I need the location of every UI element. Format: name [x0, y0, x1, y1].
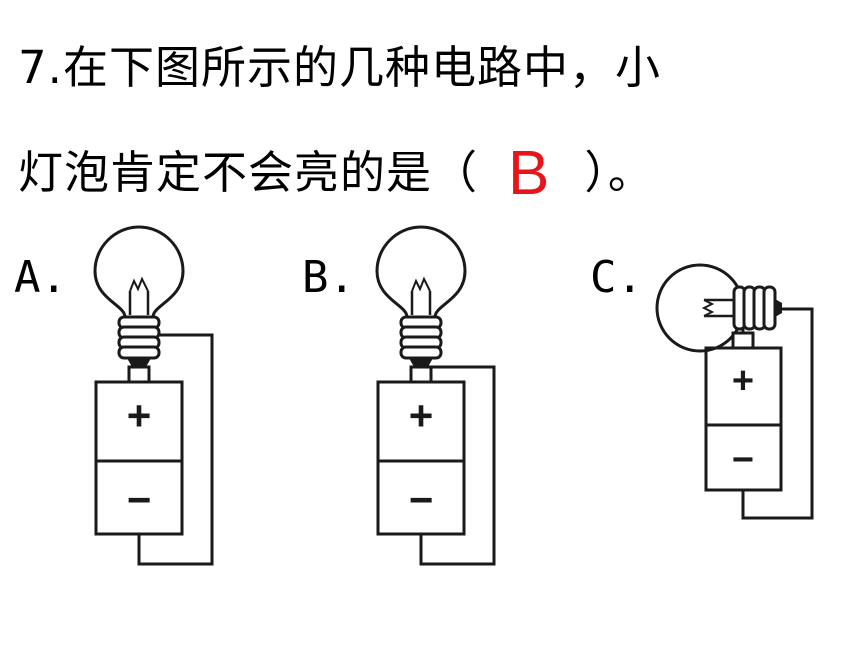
circuit-c: + − [655, 263, 814, 520]
minus-sign: − [127, 476, 152, 523]
circuit-b: + − [375, 225, 496, 566]
light-bulb-icon [375, 225, 467, 369]
option-c-label[interactable]: C. [590, 252, 643, 303]
wire [137, 333, 214, 566]
question-number: 7. [18, 41, 63, 94]
answer-mark: B [508, 139, 551, 208]
light-bulb-icon [655, 263, 782, 353]
wire [741, 307, 814, 520]
wire [419, 365, 496, 566]
circuit-a: + − [93, 225, 214, 566]
light-bulb-icon [93, 225, 185, 369]
battery-terminal-icon [731, 331, 755, 350]
minus-sign: − [732, 439, 754, 481]
option-a-label[interactable]: A. [14, 252, 67, 303]
battery-terminal-icon [409, 365, 433, 384]
question-text-2: 灯泡肯定不会亮的是（ [18, 146, 479, 199]
question-text-3: ）。 [584, 146, 654, 199]
plus-sign: + [127, 392, 152, 439]
question-text-1: 在下图所示的几种电路中，小 [62, 41, 661, 94]
plus-sign: + [409, 392, 434, 439]
option-b-label[interactable]: B. [302, 252, 355, 303]
question-line-1: 7.在下图所示的几种电路中，小 [18, 38, 661, 98]
question-line-2: 灯泡肯定不会亮的是（ B ）。 [18, 139, 654, 208]
plus-sign: + [732, 360, 754, 402]
battery-terminal-icon [127, 365, 151, 384]
minus-sign: − [409, 476, 434, 523]
